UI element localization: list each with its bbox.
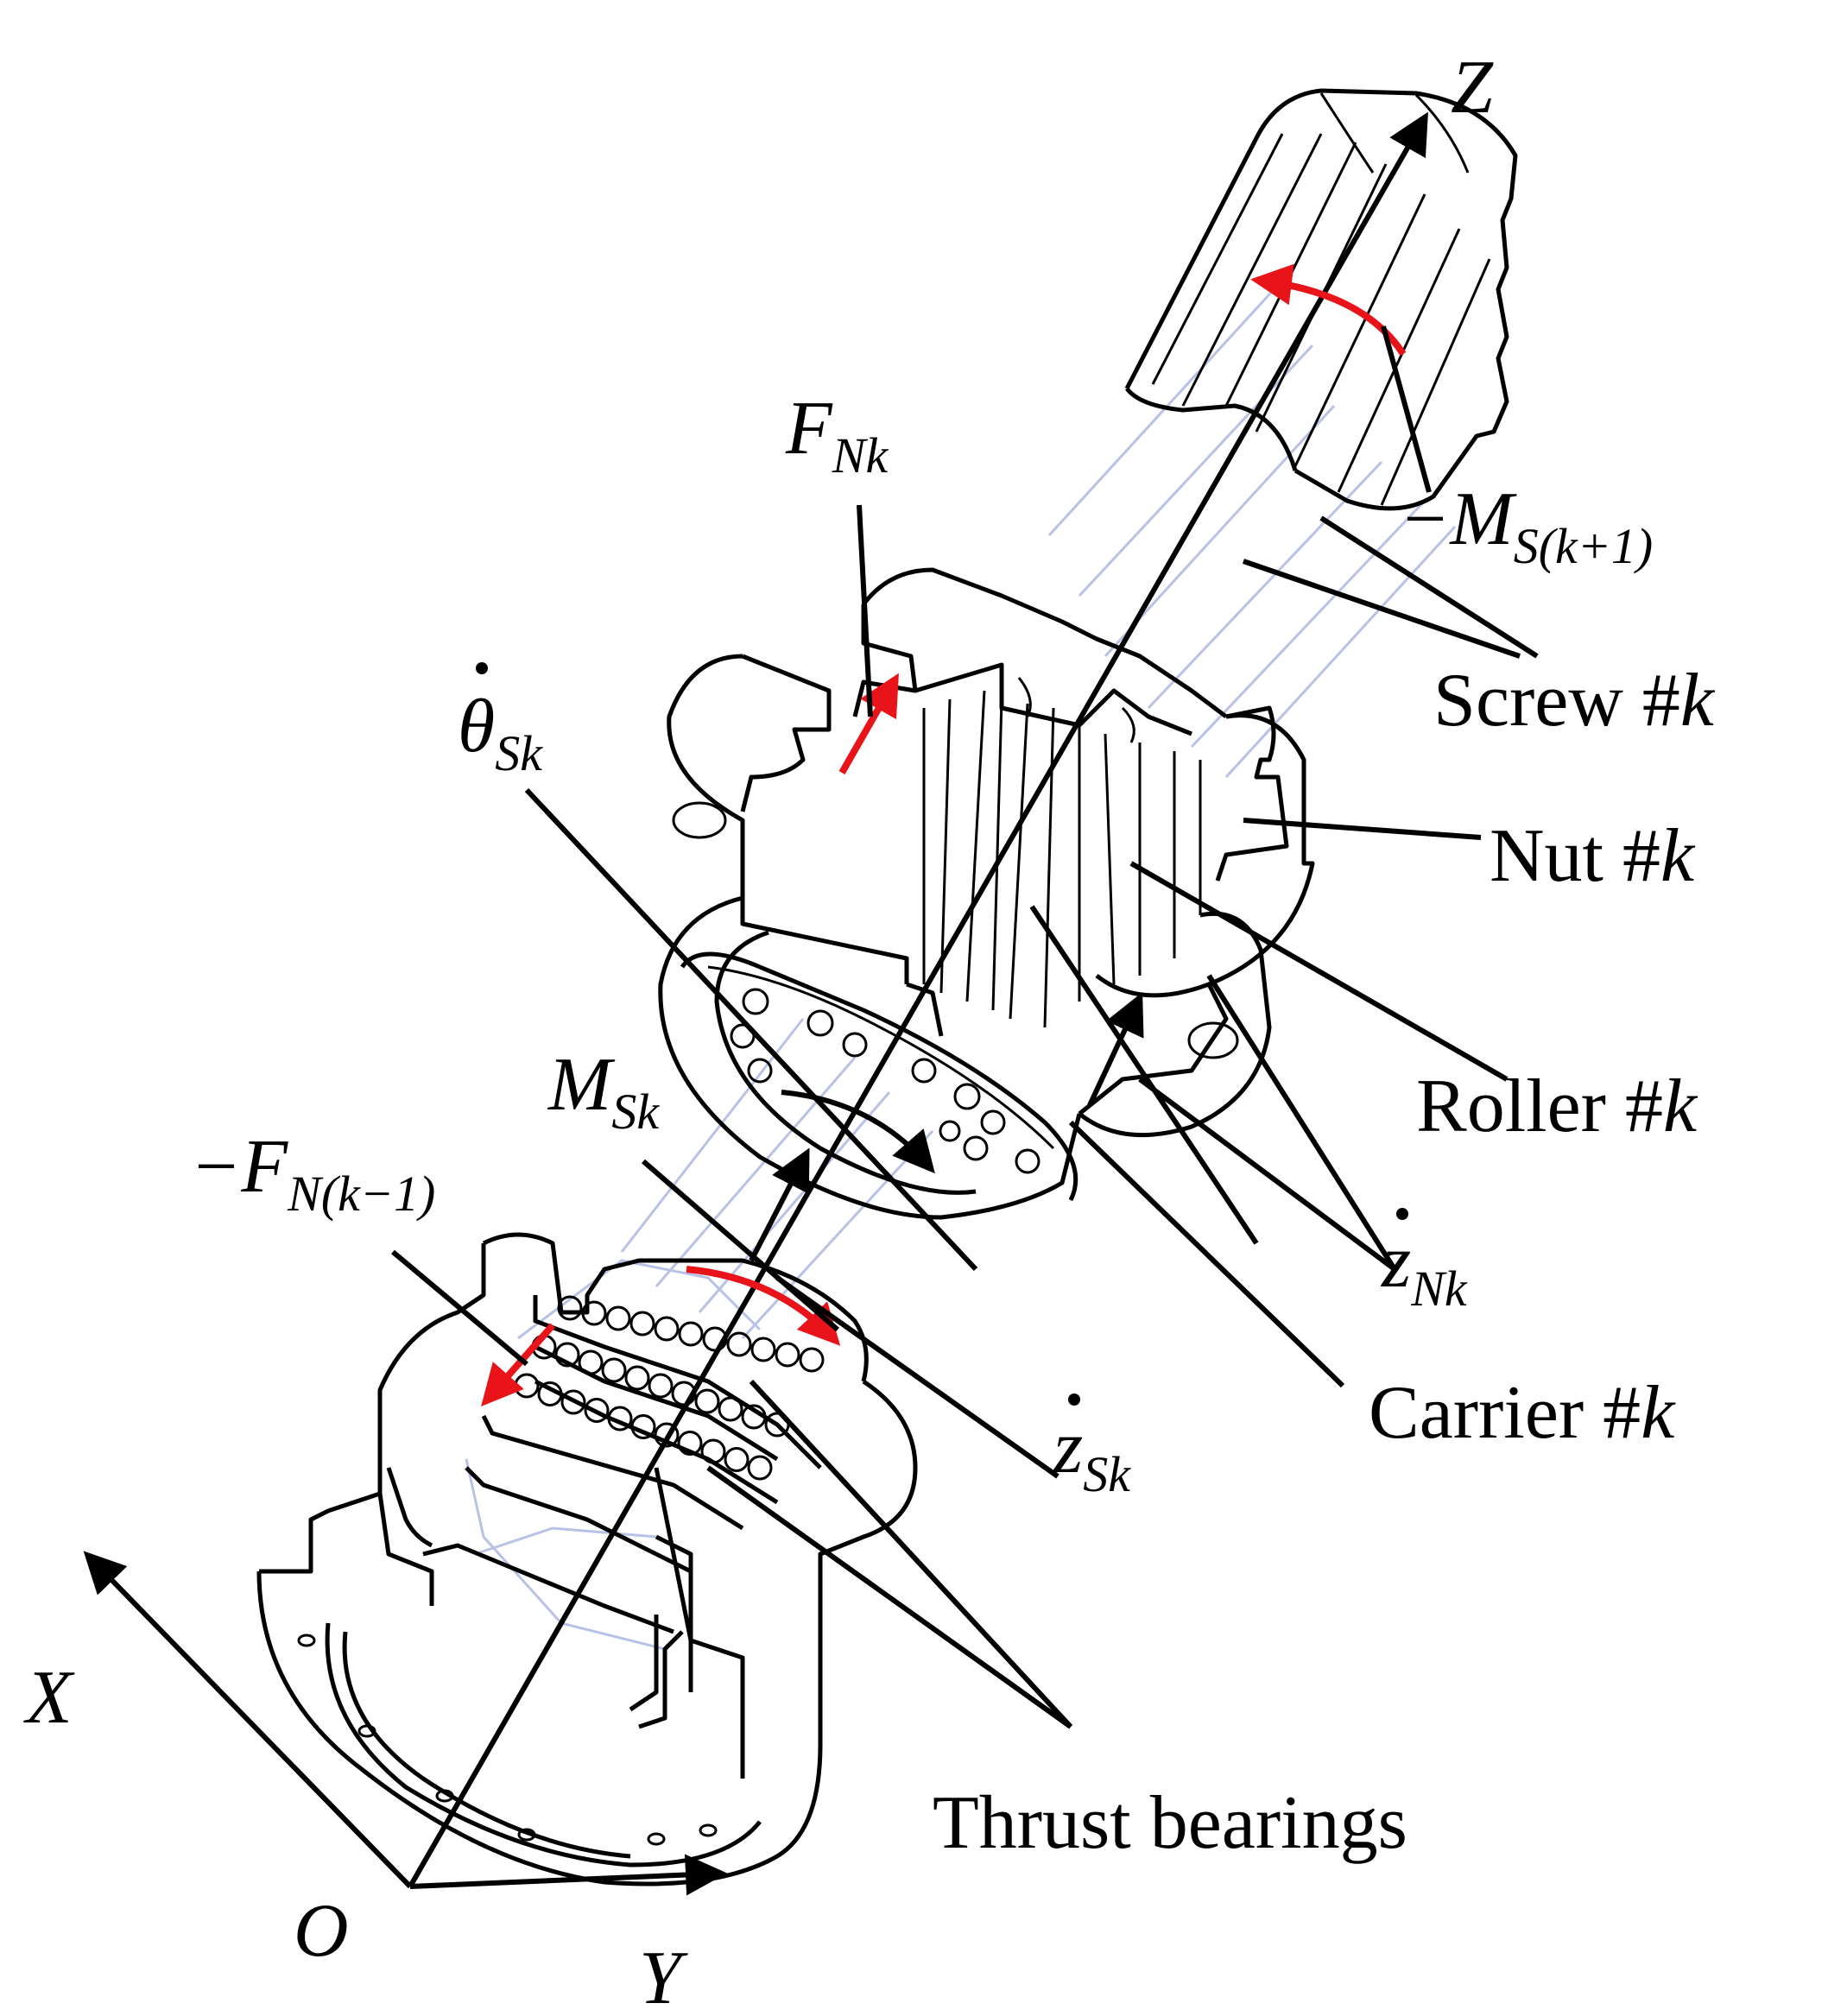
bearing-ball	[601, 1357, 627, 1383]
thrust-bearings-label: Thrust bearings	[933, 1781, 1407, 1865]
bearing-ball	[514, 1373, 540, 1399]
bearing-ball	[581, 1300, 607, 1326]
bearing-ball	[678, 1321, 704, 1347]
carrier-label: Carrier #k	[1369, 1371, 1676, 1455]
leader-lines	[391, 325, 1539, 1729]
theta-sk-symbol: θSk	[458, 685, 543, 781]
bearing-ball	[624, 1365, 650, 1391]
bearing-ball	[726, 1331, 752, 1357]
bearing-ball	[557, 1295, 583, 1321]
y-axis-line	[409, 1854, 727, 1896]
bearing-ball	[607, 1406, 633, 1431]
bearing-ball	[578, 1349, 604, 1375]
axis-y-label: Y	[639, 1937, 688, 2016]
roller-label: Roller #k	[1416, 1065, 1698, 1148]
bearing-ball	[724, 1447, 750, 1472]
f-nk1-symbol: −FN(k−1)	[190, 1125, 435, 1222]
origin-label: O	[294, 1889, 349, 1973]
bearing-ball	[584, 1398, 610, 1423]
bearing-ball	[605, 1305, 631, 1331]
nut-body	[658, 567, 1315, 1220]
z-nk-symbol: zNk	[1381, 1220, 1468, 1317]
bearing-ball	[554, 1342, 580, 1368]
z-sk-dot	[1068, 1394, 1080, 1406]
f-nk-arrow	[838, 673, 899, 774]
bearing-ball	[630, 1414, 656, 1439]
bearing-ball	[654, 1316, 680, 1342]
x-axis-line	[83, 1551, 413, 1889]
theta-sk-arrow	[781, 1090, 935, 1174]
bearing-ball	[677, 1431, 703, 1456]
nut-label: Nut #k	[1490, 814, 1696, 898]
coordinate-axes	[83, 111, 1428, 1896]
bearing-ball	[648, 1373, 674, 1399]
axis-z-label: Z	[1451, 46, 1494, 130]
bearing-ball	[537, 1381, 563, 1406]
theta-dot	[476, 662, 488, 674]
bearing-ball	[694, 1388, 720, 1414]
screw-label: Screw #k	[1433, 659, 1716, 743]
bearing-ball	[560, 1389, 586, 1415]
bearing-ball	[741, 1404, 767, 1430]
z-sk-symbol: zSk	[1053, 1406, 1131, 1502]
m-sk-symbol: MSk	[547, 1043, 660, 1140]
bearing-ball	[799, 1347, 825, 1373]
labels: Z X Y O Screw #k Nut #k Roller #k Carrie…	[23, 46, 1716, 2016]
bearing-ball	[629, 1311, 655, 1337]
bearing-ball	[747, 1455, 773, 1481]
f-nk-symbol: FNk	[785, 387, 889, 483]
z-sk-arrow	[749, 1147, 810, 1262]
m-sk-arrow	[686, 1266, 841, 1346]
housing-bolt-holes	[297, 1634, 718, 1846]
bearing-ball	[654, 1422, 680, 1448]
bearing-ball	[700, 1438, 726, 1464]
axis-x-label: X	[23, 1656, 75, 1740]
carrier-plate	[672, 801, 1239, 1202]
bearing-ball	[750, 1337, 776, 1362]
m-sk1-arrow	[1250, 263, 1407, 357]
bearing-ball	[775, 1342, 800, 1368]
z-nk-arrow	[1087, 992, 1144, 1107]
m-sk1-symbol: −MS(k+1)	[1399, 477, 1653, 574]
roller-set	[914, 662, 1202, 1028]
bearing-ball	[718, 1396, 743, 1422]
thrust-bearing-housing	[256, 1232, 918, 1886]
z-axis-line	[408, 111, 1428, 1888]
z-nk-dot	[1396, 1208, 1408, 1220]
